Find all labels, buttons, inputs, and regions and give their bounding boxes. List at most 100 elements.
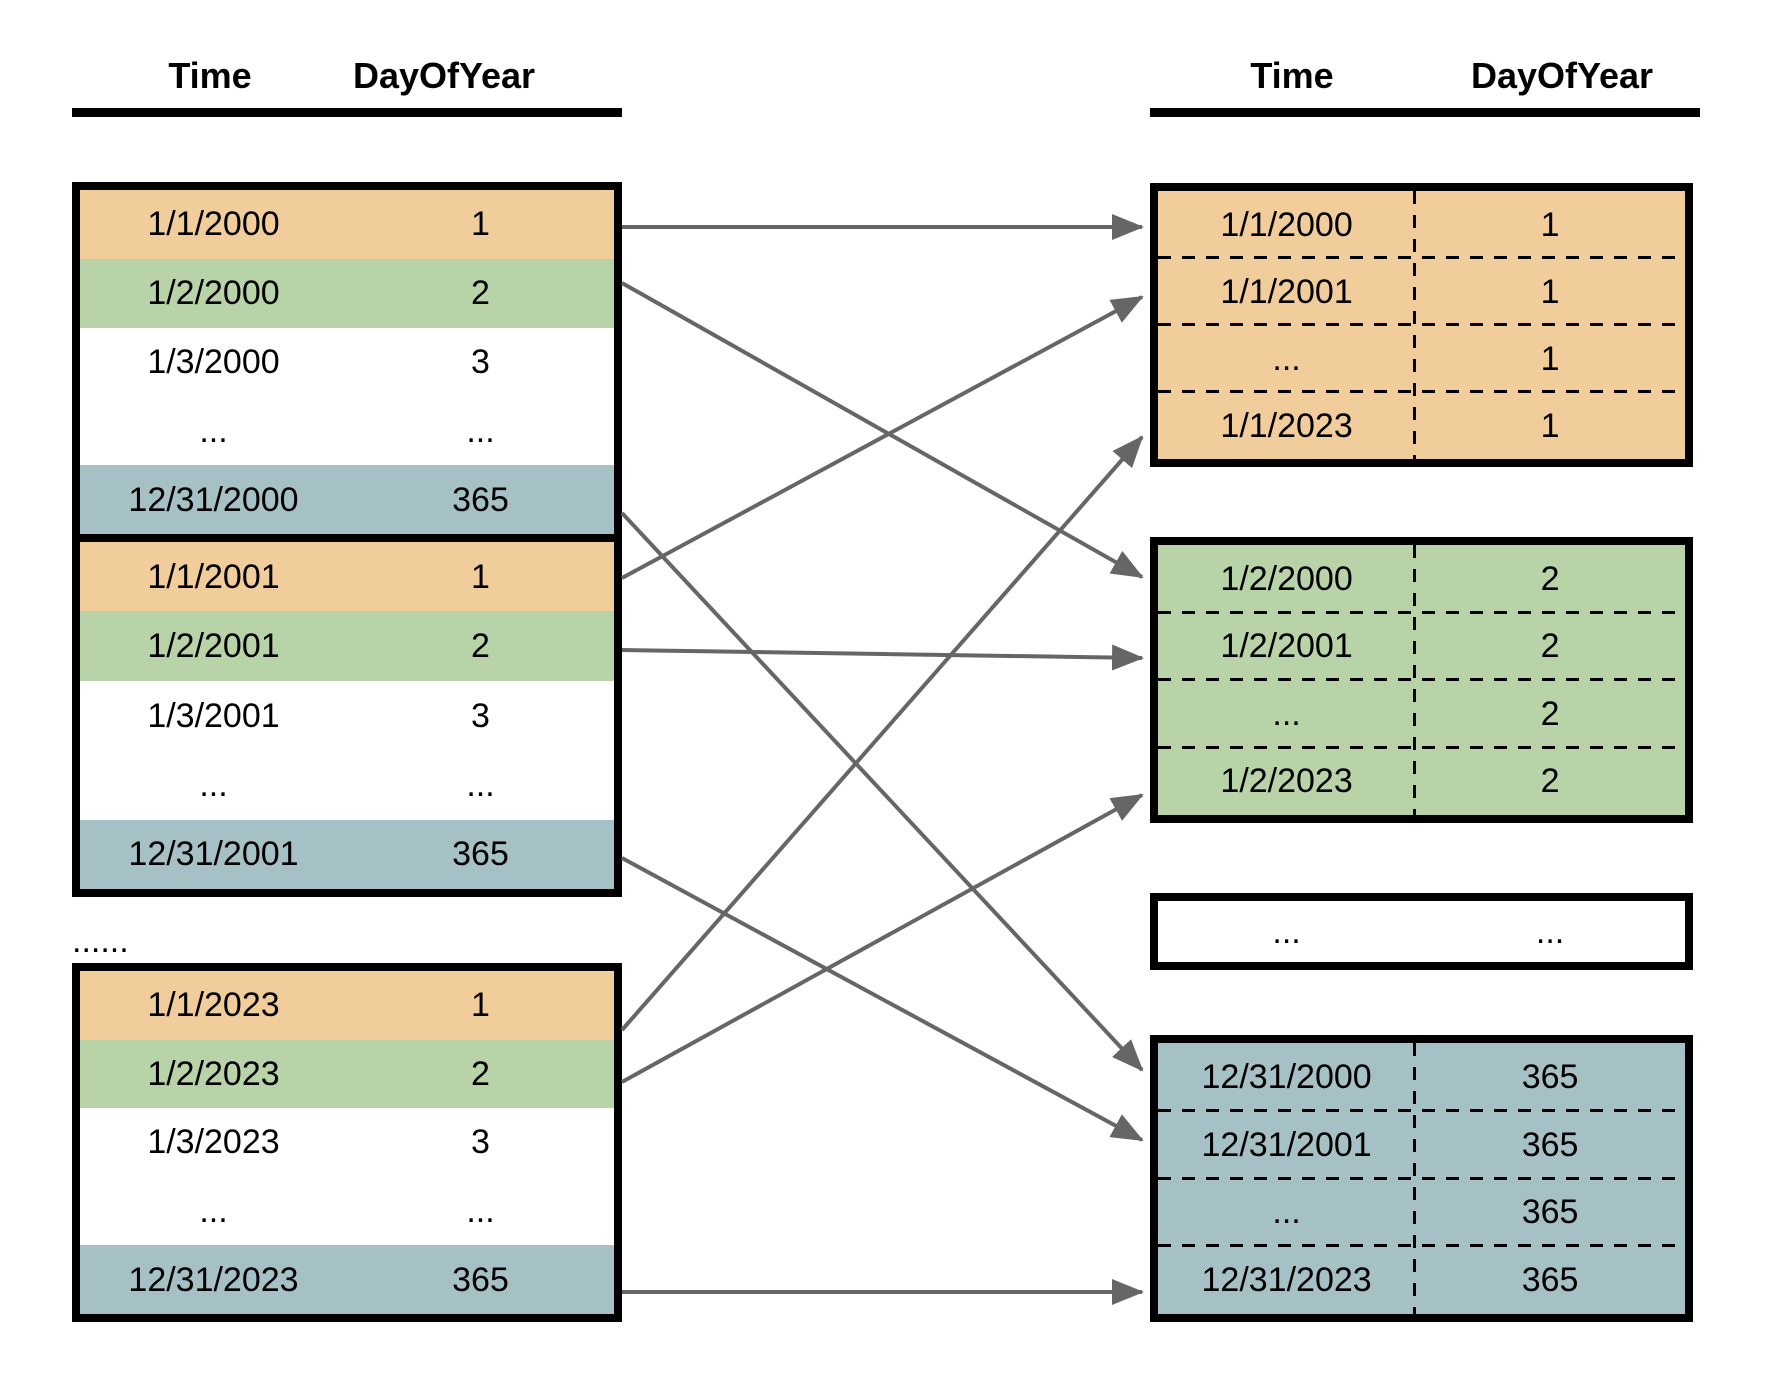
cell-dayofyear: 365	[1521, 1125, 1579, 1164]
table-row: 12/31/2000 365	[1158, 1043, 1685, 1111]
table-row-ellipsis: ... ...	[80, 396, 614, 465]
cell-time: 1/1/2000	[147, 205, 280, 244]
cell-dayofyear: 2	[471, 627, 490, 666]
cell-time: 1/1/2001	[1220, 272, 1353, 311]
table-row: 1/2/2000 2	[1158, 545, 1685, 613]
table-row: 1/1/2023 1	[80, 971, 614, 1040]
cell-time: 12/31/2001	[128, 835, 299, 874]
right-header-time-label: Time	[1250, 55, 1334, 96]
table-row: 12/31/2001 365	[1158, 1108, 1685, 1179]
table-row: 1/2/2001 2	[80, 611, 614, 681]
cell-dayofyear: 3	[471, 1123, 490, 1162]
table-row-ellipsis: ... 365	[1158, 1176, 1685, 1247]
cell-time: 1/3/2023	[147, 1123, 280, 1162]
cell-dayofyear: 1	[1540, 406, 1560, 445]
cell-time: ...	[199, 1192, 228, 1231]
cell-time: ...	[1272, 912, 1301, 951]
left-table-year-2023: 1/1/2023 1 1/2/2023 2 1/3/2023 3 ... ...…	[72, 963, 622, 1322]
cell-dayofyear: 3	[471, 696, 490, 735]
right-group-table-day-2: 1/2/2000 2 1/2/2001 2 ... 2 1/2/2023 2	[1150, 537, 1693, 823]
table-row: 12/31/2023 365	[80, 1245, 614, 1314]
cell-time: 1/2/2001	[1220, 627, 1353, 666]
cell-time: 12/31/2000	[128, 480, 299, 519]
table-row: 12/31/2023 365	[1158, 1244, 1685, 1314]
right-group-table-day-365: 12/31/2000 365 12/31/2001 365 ... 365 12…	[1150, 1035, 1693, 1322]
arrow-1-2-2001-to-day-2	[621, 644, 1144, 671]
cell-dayofyear: 365	[452, 835, 509, 874]
cell-time: ...	[199, 411, 228, 450]
cell-time: 12/31/2001	[1201, 1125, 1372, 1164]
cell-time: 1/3/2000	[147, 342, 280, 381]
arrow-1-2-2000-to-day-2	[621, 281, 1144, 579]
cell-dayofyear: 365	[1521, 1193, 1579, 1232]
cell-time: 1/2/2001	[147, 627, 280, 666]
arrow-12-31-2001-to-day-365	[621, 856, 1144, 1142]
right-group-table-gap: ... ...	[1150, 893, 1693, 970]
cell-dayofyear: 1	[1540, 205, 1560, 244]
cell-dayofyear: 365	[452, 480, 509, 519]
table-row: 1/3/2023 3	[80, 1108, 614, 1177]
arrow-1-1-2023-to-day-1	[620, 435, 1144, 1032]
cell-dayofyear: 365	[1521, 1261, 1579, 1300]
left-header-dayofyear-label: DayOfYear	[352, 55, 536, 96]
table-row: 1/1/2001 1	[80, 542, 614, 612]
cell-dayofyear: 2	[471, 274, 490, 313]
right-header-dayofyear-label: DayOfYear	[1470, 55, 1654, 96]
cell-time: 1/1/2000	[1220, 205, 1353, 244]
right-group-table-day-1: 1/1/2000 1 1/1/2001 1 ... 1 1/1/2023 1	[1150, 183, 1693, 467]
table-row: 1/2/2000 2	[80, 258, 614, 328]
cell-time: 1/2/2023	[1220, 762, 1353, 801]
cell-dayofyear: ...	[1535, 912, 1565, 951]
left-table-block-2000-2001: 1/1/2000 1 1/2/2000 2 1/3/2000 3 ... ...…	[72, 182, 622, 897]
cell-dayofyear: 365	[452, 1260, 509, 1299]
cell-time: 1/2/2000	[147, 274, 280, 313]
cell-time: 12/31/2000	[1201, 1057, 1372, 1096]
arrow-1-2-2023-to-day-2	[621, 793, 1144, 1084]
cell-time: 1/2/2000	[1220, 559, 1353, 598]
cell-time: ...	[1272, 339, 1301, 378]
cell-dayofyear: 2	[1540, 762, 1560, 801]
left-gap-ellipsis-row: ... ...	[72, 912, 622, 970]
cell-time: ...	[1272, 1193, 1301, 1232]
cell-dayofyear: 3	[471, 342, 490, 381]
table-row: 12/31/2001 365	[80, 819, 614, 890]
table-row: 1/1/2023 1	[1158, 390, 1685, 459]
cell-dayofyear: 1	[1540, 339, 1560, 378]
left-table-year-2001: 1/1/2001 1 1/2/2001 2 1/3/2001 3 ... ...…	[80, 542, 614, 890]
table-row: 1/2/2001 2	[1158, 610, 1685, 681]
cell-time: 12/31/2023	[1201, 1261, 1372, 1300]
cell-dayofyear: 1	[471, 205, 490, 244]
cell-dayofyear: 365	[1521, 1057, 1579, 1096]
table-row: 1/3/2001 3	[80, 681, 614, 750]
table-row: 12/31/2000 365	[80, 465, 614, 534]
cell-time: 1/1/2023	[1220, 406, 1353, 445]
table-row-ellipsis: ... 1	[1158, 323, 1685, 392]
cell-dayofyear: ...	[466, 411, 495, 450]
cell-dayofyear: ...	[466, 765, 495, 804]
cell-dayofyear: 1	[471, 986, 490, 1025]
cell-dayofyear: ...	[100, 922, 129, 960]
left-header-time-label: Time	[168, 55, 252, 96]
cell-dayofyear: 2	[1540, 627, 1560, 666]
cell-dayofyear: ...	[466, 1192, 495, 1231]
cell-dayofyear: 2	[1540, 559, 1560, 598]
arrow-12-31-2000-to-day-365	[620, 511, 1144, 1072]
cell-time: 1/2/2023	[147, 1054, 280, 1093]
cell-time: 1/1/2023	[147, 986, 280, 1025]
cell-time: ...	[72, 922, 101, 960]
table-row: 1/2/2023 2	[80, 1039, 614, 1109]
cell-time: ...	[199, 765, 228, 804]
cell-dayofyear: 1	[471, 557, 490, 596]
table-row-ellipsis: ... ...	[80, 1177, 614, 1246]
table-divider	[80, 534, 614, 542]
right-header-underline	[1150, 108, 1700, 117]
cell-dayofyear: 2	[471, 1054, 490, 1093]
table-row: 1/2/2023 2	[1158, 745, 1685, 816]
left-table-year-2000: 1/1/2000 1 1/2/2000 2 1/3/2000 3 ... ...…	[80, 190, 614, 534]
cell-time: 1/3/2001	[147, 696, 280, 735]
arrow-1-1-2001-to-day-1	[621, 295, 1144, 580]
cell-time: ...	[1272, 694, 1301, 733]
table-row-ellipsis: ... 2	[1158, 678, 1685, 748]
table-row-ellipsis: ... ...	[80, 750, 614, 819]
